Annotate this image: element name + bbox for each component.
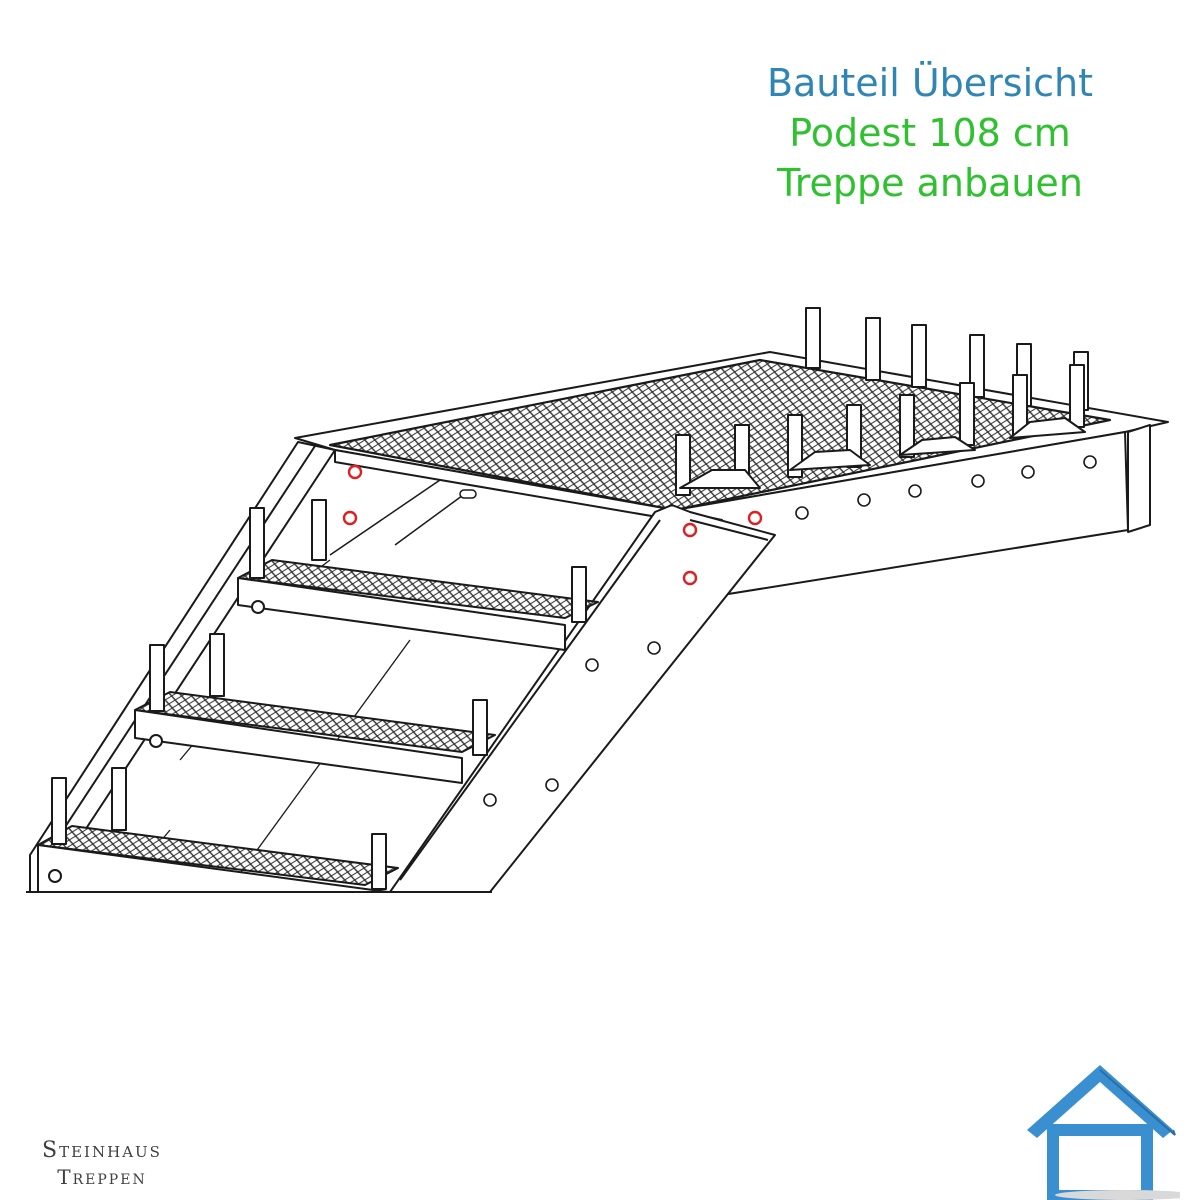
platform-end-post: [1127, 424, 1151, 533]
stringer-back: [29, 441, 336, 893]
stringer-bolts: [483, 641, 661, 807]
step-2: [134, 633, 496, 784]
title-line-2: Podest 108 cm: [789, 111, 1071, 155]
brand-line-2: Treppen: [57, 1165, 147, 1189]
post-brackets: [679, 417, 1086, 489]
house-icon: [1027, 1065, 1180, 1200]
title-line-1: Bauteil Übersicht: [766, 61, 1094, 105]
brand-wordmark: Steinhaus Treppen: [22, 1138, 182, 1190]
title-line-3: Treppe anbauen: [777, 161, 1083, 205]
highlight-bolts: [342, 464, 763, 586]
brand-line-1: Steinhaus: [42, 1138, 162, 1163]
step-1: [237, 499, 599, 651]
stringer-front: [389, 504, 776, 893]
platform-bolts: [795, 455, 1097, 520]
platform-posts-front: [675, 364, 1085, 496]
title-block: Bauteil Übersicht Podest 108 cm Treppe a…: [720, 58, 1140, 208]
